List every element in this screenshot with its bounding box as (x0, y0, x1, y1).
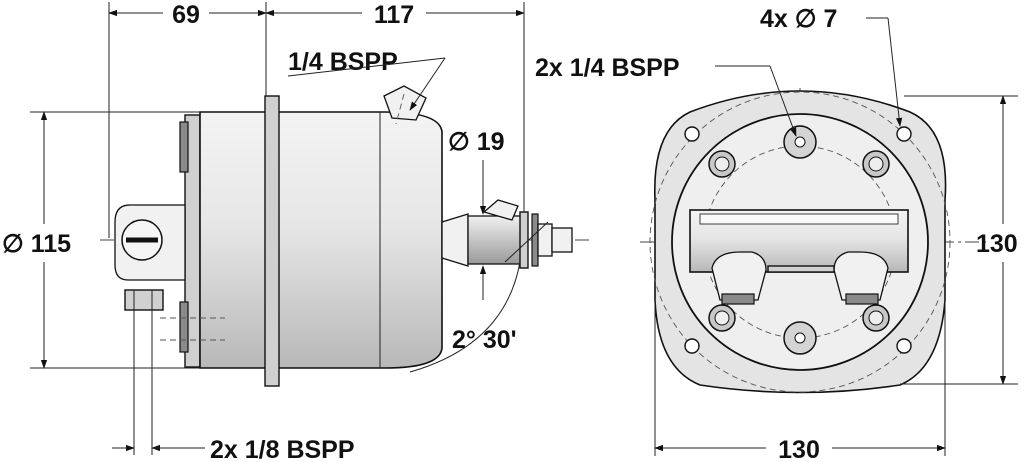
dim-69-bg (163, 1, 209, 27)
tilt-ref-line (504, 221, 549, 263)
mount-pitch-circle (649, 91, 951, 393)
clamp-left-foot (721, 293, 755, 305)
mount-holes-leader (887, 17, 903, 127)
rear-tab-top (179, 121, 189, 173)
tilt-angle-label: 2° 30' (452, 326, 517, 354)
dim-117-label: 117 (374, 1, 414, 29)
bottom-ports-label: 2x 1/8 BSPP (210, 436, 355, 462)
mount-hole-tr (896, 126, 912, 142)
side-dimensions: 69 117 ∅ 115 1/4 BSPP ∅ 19 2° 30' 2x 1/8… (2, 1, 525, 462)
clamp-left (711, 251, 767, 301)
front-view (640, 88, 990, 394)
top-port-label: 1/4 BSPP (288, 48, 398, 76)
mount-holes-label: 4x ∅ 7 (760, 5, 837, 33)
top-port-underline (287, 57, 446, 77)
side-view (100, 85, 590, 455)
front-cylinder-highlight (699, 213, 899, 225)
bottom-port-boss (124, 289, 164, 311)
tilt-arc (409, 261, 521, 373)
mount-hole-bl (684, 338, 700, 354)
port-bottom (783, 321, 817, 355)
mount-hole-br (896, 338, 912, 354)
front-ports-leader (769, 65, 797, 137)
port-top (783, 125, 817, 159)
bolt-tl (708, 150, 736, 178)
mount-hole-tl (684, 126, 700, 142)
shaft-washer-a (519, 211, 529, 269)
dim-130v-label: 130 (976, 230, 1018, 258)
dim-130h-label: 130 (778, 436, 820, 462)
front-dimensions: 2x 1/4 BSPP 4x ∅ 7 130 130 (535, 5, 1018, 462)
shaft-diameter-label: ∅ 19 (448, 128, 505, 156)
pump-body (199, 111, 443, 369)
bolt-br (862, 304, 890, 332)
top-port-leader (409, 57, 446, 111)
clamp-right-foot (845, 293, 879, 305)
shaft-end (551, 227, 573, 253)
shaft-washer-b (531, 213, 539, 267)
dim-117-bg (362, 1, 426, 27)
bolt-bl (708, 304, 736, 332)
clamp-bridge (767, 265, 835, 273)
top-port-axis (395, 93, 405, 125)
clamp-right (833, 251, 889, 301)
dim-115-label: ∅ 115 (2, 230, 71, 258)
side-flange (264, 95, 280, 387)
top-port-fitting (383, 85, 427, 121)
shaft (467, 215, 527, 265)
rear-tab-bottom (179, 301, 189, 353)
shaft-collar (441, 213, 469, 267)
shaft-key (482, 199, 519, 221)
dim-130h-bg (766, 434, 832, 462)
bolt-tr (862, 150, 890, 178)
dim-69-label: 69 (172, 1, 200, 29)
front-ports-label: 2x 1/4 BSPP (535, 54, 680, 82)
